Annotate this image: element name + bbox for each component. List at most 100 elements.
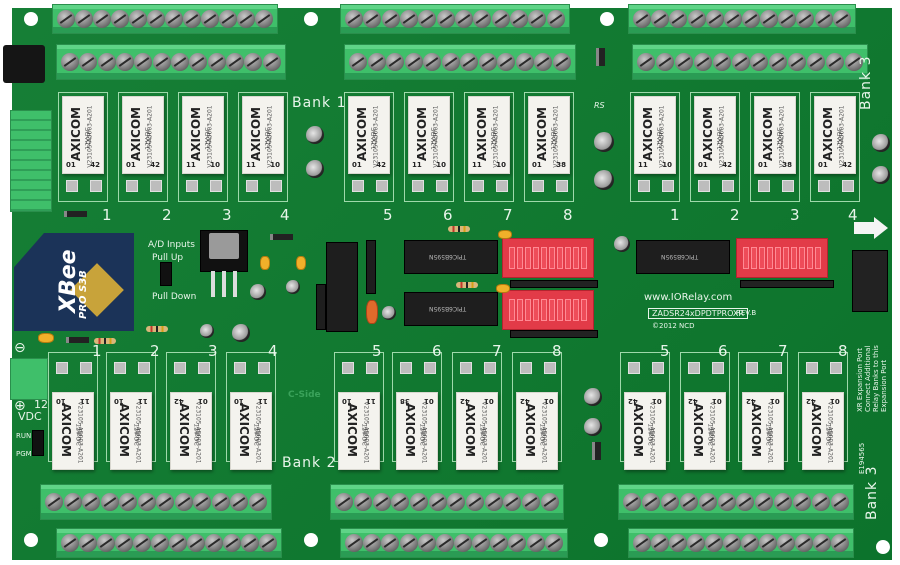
- terminal-screw[interactable]: [133, 534, 151, 552]
- terminal-screw[interactable]: [777, 534, 795, 552]
- terminal-screw[interactable]: [455, 10, 474, 28]
- terminal-screw[interactable]: [187, 534, 205, 552]
- terminal-screw[interactable]: [723, 10, 742, 28]
- terminal-screw[interactable]: [61, 53, 80, 71]
- terminal-screw[interactable]: [796, 10, 815, 28]
- terminal-screw[interactable]: [717, 493, 736, 511]
- terminal-screw[interactable]: [813, 534, 831, 552]
- terminal-screw[interactable]: [219, 10, 237, 28]
- terminal-screw[interactable]: [806, 53, 825, 71]
- terminal-screw[interactable]: [642, 493, 661, 511]
- terminal-screw[interactable]: [521, 493, 540, 511]
- terminal-screw[interactable]: [534, 53, 553, 71]
- terminal-screw[interactable]: [755, 493, 774, 511]
- terminal-screw[interactable]: [679, 493, 698, 511]
- terminal-screw[interactable]: [79, 53, 98, 71]
- terminal-screw[interactable]: [183, 10, 201, 28]
- terminal-screw[interactable]: [528, 10, 547, 28]
- terminal-block-top-bank1-rear[interactable]: [52, 4, 278, 34]
- terminal-screw[interactable]: [705, 534, 723, 552]
- terminal-screw[interactable]: [116, 53, 135, 71]
- terminal-screw[interactable]: [623, 493, 642, 511]
- terminal-screw[interactable]: [386, 53, 405, 71]
- terminal-block-bottom-bank2-front[interactable]: [40, 484, 272, 520]
- terminal-screw[interactable]: [262, 53, 281, 71]
- terminal-screw[interactable]: [367, 53, 386, 71]
- terminal-screw[interactable]: [693, 53, 712, 71]
- terminal-screw[interactable]: [656, 53, 675, 71]
- terminal-screw[interactable]: [418, 10, 437, 28]
- terminal-screw[interactable]: [61, 534, 79, 552]
- terminal-screw[interactable]: [244, 53, 263, 71]
- terminal-screw[interactable]: [687, 10, 706, 28]
- xr-expansion-header[interactable]: [852, 250, 888, 312]
- terminal-block-top-bank3-rear[interactable]: [628, 4, 856, 34]
- terminal-screw[interactable]: [156, 493, 175, 511]
- terminal-screw[interactable]: [687, 534, 705, 552]
- terminal-screw[interactable]: [811, 493, 830, 511]
- terminal-screw[interactable]: [409, 493, 428, 511]
- terminal-screw[interactable]: [792, 493, 811, 511]
- terminal-screw[interactable]: [119, 493, 138, 511]
- terminal-screw[interactable]: [345, 534, 364, 552]
- terminal-block-bottom-bank3-front[interactable]: [618, 484, 854, 520]
- terminal-screw[interactable]: [363, 534, 382, 552]
- terminal-screw[interactable]: [97, 53, 116, 71]
- terminal-screw[interactable]: [137, 493, 156, 511]
- terminal-screw[interactable]: [423, 53, 442, 71]
- terminal-block-bottom-bank2-rear[interactable]: [56, 528, 282, 558]
- terminal-screw[interactable]: [174, 493, 193, 511]
- terminal-screw[interactable]: [712, 53, 731, 71]
- terminal-screw[interactable]: [428, 493, 447, 511]
- terminal-screw[interactable]: [151, 534, 169, 552]
- terminal-screw[interactable]: [169, 534, 187, 552]
- terminal-screw[interactable]: [335, 493, 354, 511]
- terminal-screw[interactable]: [255, 10, 273, 28]
- terminal-screw[interactable]: [400, 10, 419, 28]
- terminal-screw[interactable]: [171, 53, 190, 71]
- terminal-screw[interactable]: [129, 10, 147, 28]
- terminal-screw[interactable]: [75, 10, 93, 28]
- terminal-screw[interactable]: [741, 534, 759, 552]
- terminal-screw[interactable]: [669, 10, 688, 28]
- terminal-screw[interactable]: [111, 10, 129, 28]
- terminal-screw[interactable]: [460, 53, 479, 71]
- terminal-screw[interactable]: [814, 10, 833, 28]
- terminal-screw[interactable]: [381, 10, 400, 28]
- terminal-screw[interactable]: [193, 493, 212, 511]
- terminal-screw[interactable]: [491, 10, 510, 28]
- terminal-block-bottom-bank2b-front[interactable]: [330, 484, 564, 520]
- terminal-screw[interactable]: [546, 10, 565, 28]
- terminal-screw[interactable]: [436, 10, 455, 28]
- terminal-screw[interactable]: [226, 53, 245, 71]
- terminal-screw[interactable]: [381, 534, 400, 552]
- terminal-screw[interactable]: [651, 534, 669, 552]
- terminal-screw[interactable]: [353, 493, 372, 511]
- terminal-screw[interactable]: [63, 493, 82, 511]
- terminal-screw[interactable]: [769, 53, 788, 71]
- terminal-screw[interactable]: [633, 10, 652, 28]
- terminal-screw[interactable]: [97, 534, 115, 552]
- terminal-screw[interactable]: [742, 10, 761, 28]
- terminal-screw[interactable]: [237, 10, 255, 28]
- terminal-screw[interactable]: [831, 534, 849, 552]
- terminal-screw[interactable]: [259, 534, 277, 552]
- terminal-screw[interactable]: [825, 53, 844, 71]
- terminal-screw[interactable]: [435, 534, 454, 552]
- terminal-screw[interactable]: [349, 53, 368, 71]
- terminal-screw[interactable]: [731, 53, 750, 71]
- terminal-screw[interactable]: [57, 10, 75, 28]
- terminal-screw[interactable]: [230, 493, 249, 511]
- terminal-screw[interactable]: [723, 534, 741, 552]
- terminal-screw[interactable]: [675, 53, 694, 71]
- terminal-screw[interactable]: [45, 493, 64, 511]
- terminal-screw[interactable]: [207, 53, 226, 71]
- side-io-connector[interactable]: [10, 110, 52, 212]
- terminal-screw[interactable]: [147, 10, 165, 28]
- dc-power-jack[interactable]: [3, 45, 45, 83]
- terminal-screw[interactable]: [637, 53, 656, 71]
- terminal-screw[interactable]: [661, 493, 680, 511]
- terminal-screw[interactable]: [465, 493, 484, 511]
- terminal-screw[interactable]: [795, 534, 813, 552]
- terminal-screw[interactable]: [115, 534, 133, 552]
